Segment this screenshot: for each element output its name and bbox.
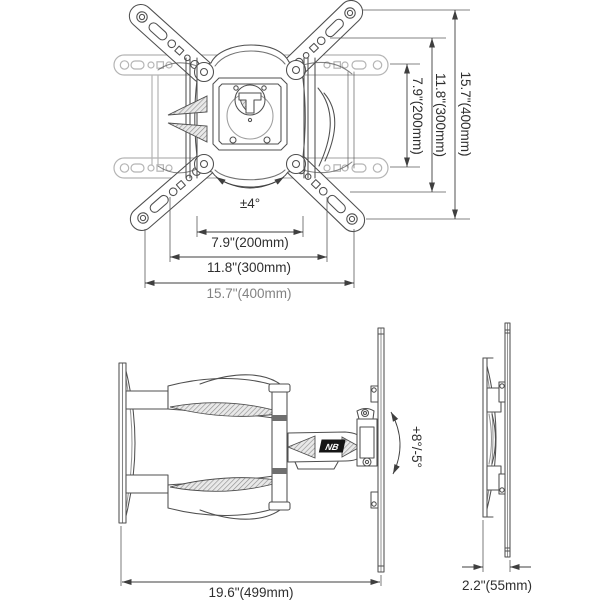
forearm: NB [286, 431, 363, 470]
wall-plate [118, 362, 136, 524]
front-horizontal-dimensions: 7.9"(200mm) 11.8"(300mm) 15.7"(400mm) [144, 197, 355, 301]
depth-dimension: 2.2"(55mm) [462, 520, 532, 593]
length-dimension: 19.6"(499mm) [120, 526, 382, 600]
tilt-indicator: +8°/-5° [390, 411, 424, 475]
dim-label-height-300: 11.8"(300mm) [433, 73, 448, 157]
left-hinge-mechanism [151, 57, 208, 179]
swivel-indicator: ±4° [215, 176, 285, 211]
arm-pivot-hole [193, 153, 215, 175]
dim-label-width-300: 11.8"(300mm) [207, 260, 291, 275]
tv-plate-edge-folded [498, 322, 511, 558]
front-vertical-dimensions: 7.9"(200mm) 11.8"(300mm) 15.7"(400mm) [330, 9, 473, 220]
dim-label-width-400: 15.7"(400mm) [206, 286, 291, 301]
dim-label-height-200: 7.9"(200mm) [410, 77, 425, 155]
articulating-arms [125, 374, 291, 520]
arm-pivot-hole [285, 59, 307, 81]
arm-pivot-hole [285, 153, 307, 175]
tv-plate-edge [370, 327, 385, 573]
side-view: NB +8°/-5° [118, 327, 424, 600]
arm-pivot-hole [193, 61, 215, 83]
tilt-bracket [356, 407, 378, 467]
brand-logo-text: NB [324, 442, 340, 452]
right-hinge-mechanism [303, 57, 355, 179]
brand-logo-badge: NB [318, 439, 346, 453]
wall-plate-folded [482, 357, 502, 518]
dim-label-arm-length: 19.6"(499mm) [208, 585, 293, 600]
tilt-angle-label: +8°/-5° [409, 426, 424, 468]
profile-view: 2.2"(55mm) [462, 322, 532, 593]
dim-label-height-400: 15.7"(400mm) [458, 71, 473, 156]
dim-label-depth: 2.2"(55mm) [462, 578, 532, 593]
quick-release-slot [238, 92, 262, 114]
mount-plate [157, 44, 353, 188]
swivel-angle-label: ±4° [240, 196, 260, 211]
front-view: ±4° 7.9"(200mm) 11.8"(300mm) 15.7"(400mm… [113, 0, 473, 301]
dim-label-width-200: 7.9"(200mm) [211, 235, 289, 250]
